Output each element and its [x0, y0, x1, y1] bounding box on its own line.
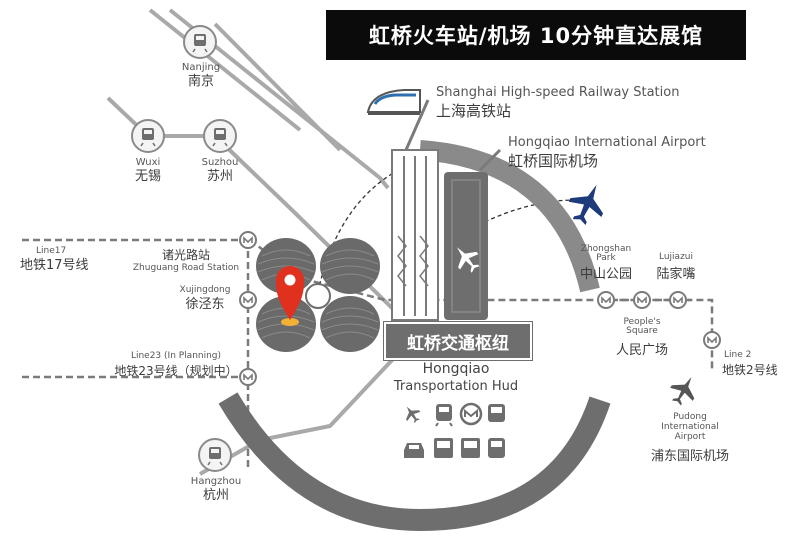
xujingdong-metro-icon — [239, 291, 257, 309]
zhongshan-metro-icon — [597, 291, 615, 309]
hangzhou-train-icon — [198, 438, 232, 472]
line17-label-en: Line17 — [36, 246, 67, 256]
lujiazui-metro-icon — [669, 291, 687, 309]
zhuguang-metro-icon — [239, 231, 257, 249]
line23-label-en: Line23 (In Planning) — [130, 351, 222, 361]
bus-icon — [488, 404, 505, 422]
suzhou-train-icon — [203, 119, 237, 153]
wuxi-train-icon — [131, 119, 165, 153]
train-icon — [435, 404, 453, 427]
line2-metro-icon — [703, 331, 721, 349]
peoples-square-metro-icon — [633, 291, 651, 309]
pudong-label-en2: International — [661, 422, 719, 432]
pudong-label-en3: Airport — [674, 432, 706, 442]
line23-label-cn: 地铁23号线（规划中） — [114, 364, 238, 378]
plane-icon — [406, 406, 421, 424]
xujingdong-label-cn: 徐泾东 — [185, 297, 225, 312]
pudong-label-cn: 浦东国际机场 — [650, 449, 730, 464]
nanjing-label-cn: 南京 — [187, 74, 215, 89]
transport-icons — [404, 402, 505, 458]
taxi-icon — [404, 443, 424, 458]
pudong-plane-icon — [670, 377, 695, 406]
line2-label-cn: 地铁2号线 — [722, 363, 778, 377]
lujiazui-label-cn: 陆家嘴 — [656, 267, 696, 282]
hangzhou-label-en: Hangzhou — [190, 476, 242, 487]
railway-station-tracks — [391, 149, 439, 321]
airport-pointer — [478, 148, 502, 172]
hub-label-en1: Hongqiao — [422, 361, 490, 377]
hub-label-en2: Transportation Hud — [393, 379, 519, 394]
suzhou-label-cn: 苏州 — [206, 169, 234, 184]
train-icon — [366, 89, 421, 115]
nanjing-train-icon — [183, 25, 217, 59]
railway-station-label-cn: 上海高铁站 — [436, 102, 512, 120]
xujingdong-label-en: Xujingdong — [179, 285, 231, 295]
page-title: 虹桥火车站/机场 10分钟直达展馆 — [326, 10, 746, 60]
railway-pointer — [404, 99, 430, 151]
zhuguang-label-en: Zhuguang Road Station — [132, 263, 240, 273]
bus-icon — [461, 438, 480, 458]
wuxi-label-en: Wuxi — [135, 157, 161, 168]
line17-label-cn: 地铁17号线 — [20, 258, 89, 273]
plane-icon — [568, 184, 604, 225]
zhuguang-label-cn: 诸光路站 — [161, 248, 211, 262]
airport-label-cn: 虹桥国际机场 — [508, 152, 599, 170]
peoples-square-label-cn: 人民广场 — [615, 343, 669, 358]
lujiazui-label-en: Lujiazui — [658, 252, 694, 262]
coach-icon — [434, 438, 453, 458]
nanjing-label-en: Nanjing — [181, 62, 221, 73]
exhibition-venue — [255, 237, 381, 353]
hangzhou-label-cn: 杭州 — [202, 488, 230, 503]
hub-inner-arc — [419, 140, 600, 293]
hub-label-box: 虹桥交通枢纽 — [383, 321, 533, 361]
pudong-label-en1: Pudong — [673, 412, 707, 422]
suzhou-label-en: Suzhou — [201, 157, 239, 168]
peoples-square-label-en: People's Square — [623, 317, 661, 336]
location-pin-icon — [276, 266, 304, 326]
subway-train-icon — [488, 438, 505, 458]
zhongshan-label-cn: 中山公园 — [579, 267, 633, 282]
airport-label-en: Hongqiao International Airport — [508, 135, 706, 150]
metro-icon — [459, 402, 483, 426]
hub-outer-arc — [218, 392, 611, 532]
railway-station-label-en: Shanghai High-speed Railway Station — [436, 85, 680, 100]
airport-terminal — [444, 172, 488, 320]
wuxi-label-cn: 无锡 — [134, 169, 162, 184]
line23-metro-icon — [239, 368, 257, 386]
zhongshan-label-en: Zhongshan Park — [580, 244, 632, 263]
line2-label-en: Line 2 — [724, 350, 752, 360]
